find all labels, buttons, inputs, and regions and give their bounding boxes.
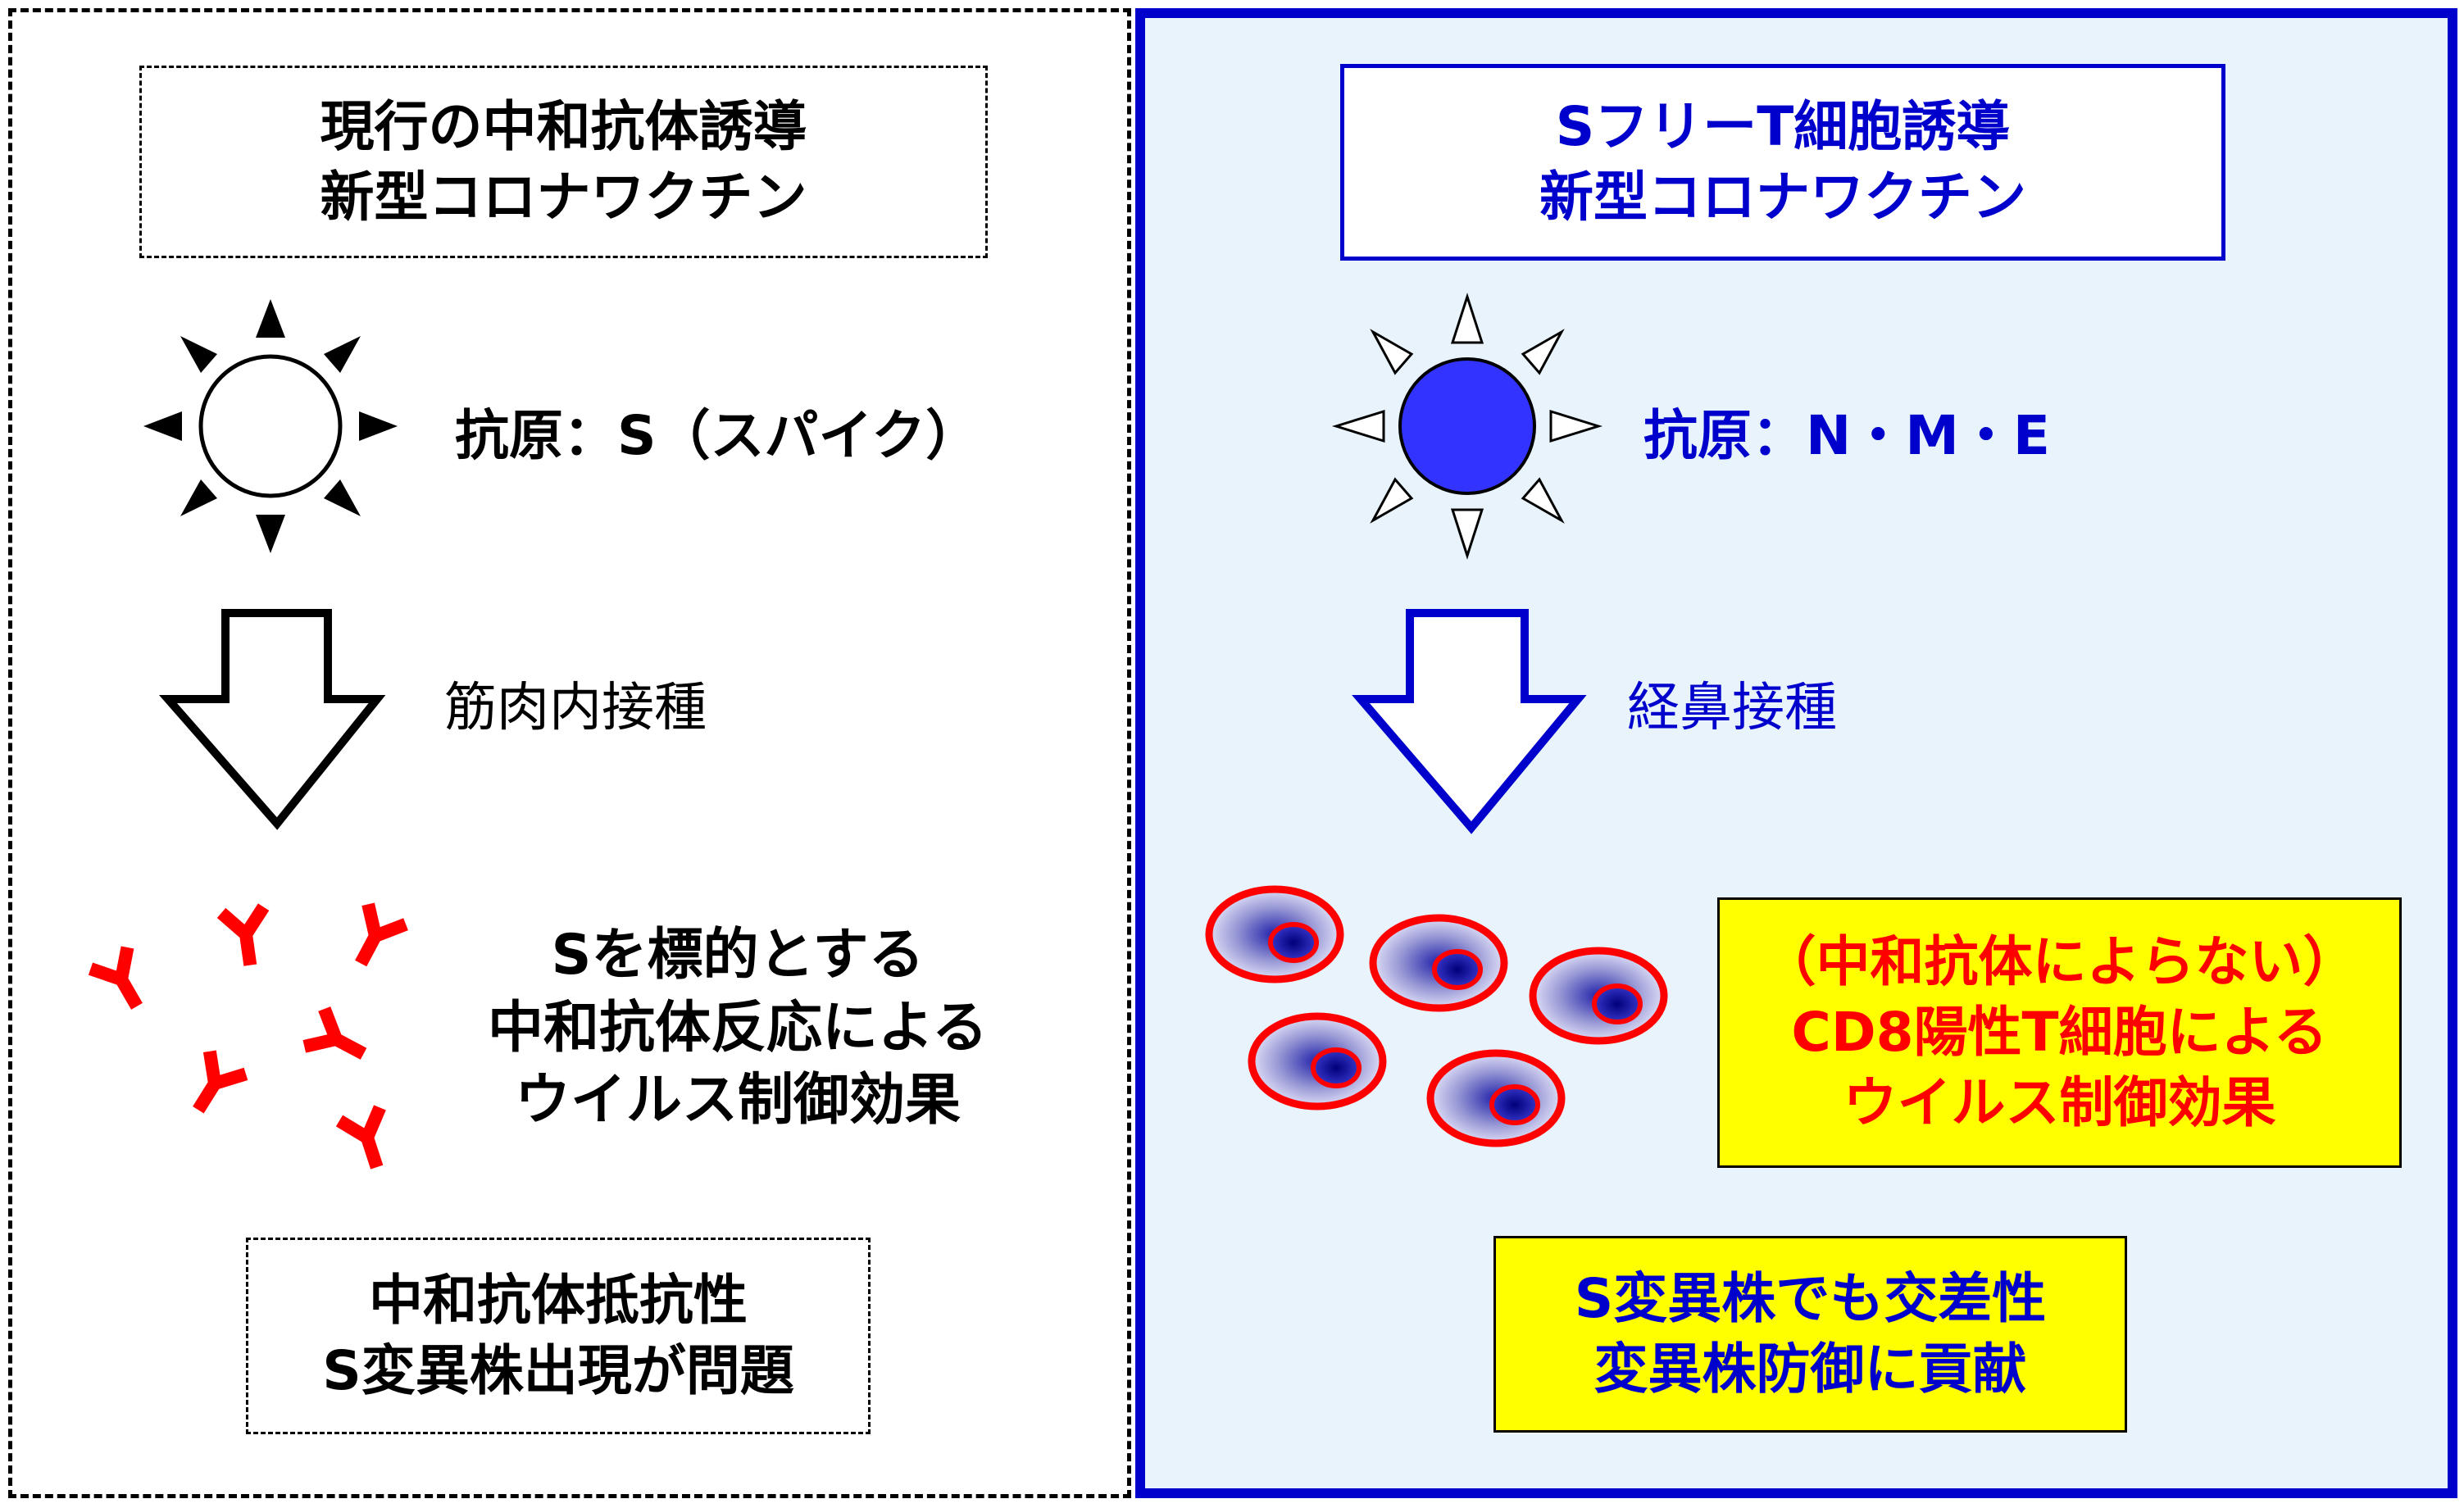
left-issue-box: 中和抗体抵抗性 S変異株出現が問題 xyxy=(246,1238,871,1434)
left-issue-line: 中和抗体抵抗性 xyxy=(368,1269,748,1333)
left-effect-line: 中和抗体反応による xyxy=(488,995,988,1061)
right-effect-line: CD8陽性T細胞による xyxy=(1791,1001,2328,1065)
right-advantage-box: S変異株でも交差性 変異株防御に貢献 xyxy=(1493,1236,2127,1433)
left-title-line: 現行の中和抗体誘導 xyxy=(320,94,807,158)
right-title-box: SフリーT細胞誘導 新型コロナワクチン xyxy=(1340,64,2225,261)
right-advantage-line: 変異株防御に貢献 xyxy=(1593,1338,2027,1401)
left-effect-line: Sを標的とする xyxy=(551,923,925,988)
antibody-icon xyxy=(180,1052,246,1121)
right-antigen-label: 抗原：N・M・E xyxy=(1643,404,2050,467)
antibody-icon xyxy=(221,907,271,969)
down-arrow-icon xyxy=(1352,609,1587,834)
antibody-icon xyxy=(90,947,155,1017)
antibody-icon xyxy=(339,1107,397,1174)
right-route-label: 経鼻接種 xyxy=(1627,678,1837,738)
left-antigen-label: 抗原：S（スパイク） xyxy=(455,404,980,467)
left-title-box: 現行の中和抗体誘導 新型コロナワクチン xyxy=(139,66,988,258)
left-route-label: 筋肉内接種 xyxy=(444,678,707,738)
t-cell-icon xyxy=(1529,947,1668,1045)
left-issue-line: S変異株出現が問題 xyxy=(322,1339,794,1402)
t-cell-icon xyxy=(1205,885,1344,983)
t-cell-icon xyxy=(1426,1049,1566,1147)
left-effect-text: Sを標的とする 中和抗体反応による ウイルス制御効果 xyxy=(426,906,1049,1151)
down-arrow-icon xyxy=(158,609,386,830)
right-title-line: 新型コロナワクチン xyxy=(1539,166,2026,229)
right-title-line: SフリーT細胞誘導 xyxy=(1555,95,2011,159)
t-cell-icon xyxy=(1369,914,1508,1012)
left-panel xyxy=(8,8,1131,1498)
antibody-icon xyxy=(342,904,406,973)
right-effect-line: ウイルス制御効果 xyxy=(1843,1070,2276,1134)
left-title-line: 新型コロナワクチン xyxy=(320,165,807,229)
right-advantage-line: S変異株でも交差性 xyxy=(1574,1267,2047,1331)
spike-virus-icon xyxy=(143,299,398,553)
right-effect-box: （中和抗体によらない） CD8陽性T細胞による ウイルス制御効果 xyxy=(1717,897,2402,1168)
antibody-icon xyxy=(304,1009,373,1073)
nme-virus-icon xyxy=(1331,293,1603,560)
t-cell-icon xyxy=(1248,1012,1387,1111)
left-effect-line: ウイルス制御効果 xyxy=(514,1068,961,1133)
right-effect-line: （中和抗体によらない） xyxy=(1762,930,2357,994)
